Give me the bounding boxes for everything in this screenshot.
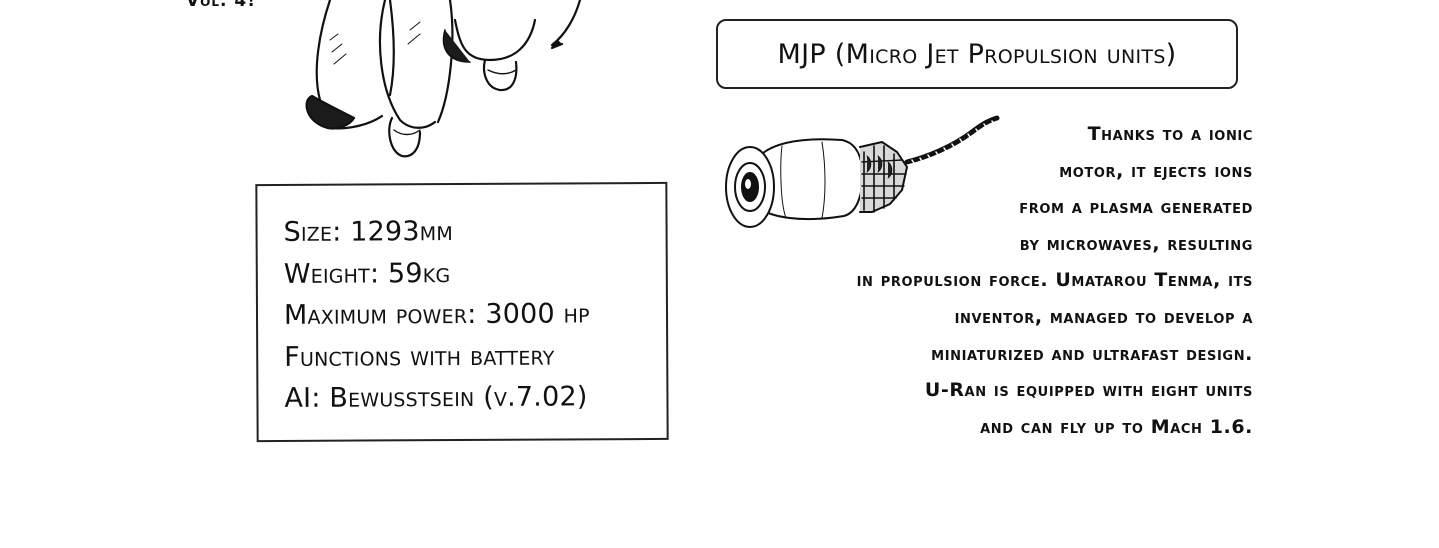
- spec-line-weight: Weight: 59kg: [283, 257, 451, 290]
- desc-line-4: by microwaves, resulting: [1019, 232, 1253, 255]
- spec-list: Size: 1293mm Weight: 59kg Maximum power:…: [283, 210, 590, 419]
- desc-line-9: and can fly up to Mach 1.6.: [980, 415, 1253, 438]
- desc-line-1: Thanks to a ionic: [1087, 123, 1253, 145]
- spec-box: Size: 1293mm Weight: 59kg Maximum power:…: [255, 181, 669, 443]
- desc-line-6: inventor, managed to develop a: [954, 305, 1253, 328]
- mjp-title: MJP (Micro Jet Propulsion units): [777, 38, 1177, 70]
- mjp-description: Thanks to a ionic motor, it ejects ions …: [857, 116, 1253, 445]
- desc-line-7: miniaturized and ultrafast design.: [931, 342, 1253, 365]
- spec-line-size: Size: 1293mm: [283, 216, 454, 248]
- desc-line-5: in propulsion force. Umatarou Tenma, its: [856, 269, 1253, 292]
- desc-line-2: motor, it ejects ions: [1059, 159, 1253, 182]
- spec-line-power: Maximum power: 3000 hp: [283, 298, 590, 331]
- jet-unit-sketch-icon: [725, 115, 1000, 228]
- desc-line-3: from a plasma generated: [1019, 196, 1253, 219]
- spec-line-battery: Functions with battery: [284, 340, 555, 373]
- top-caption: Vol. 4!: [186, 0, 256, 11]
- spec-line-ai: AI: Bewusstsein (v.7.02): [284, 381, 588, 414]
- mjp-title-box: MJP (Micro Jet Propulsion units): [716, 19, 1238, 89]
- desc-line-8: U-Ran is equipped with eight units: [924, 379, 1253, 402]
- robot-legs-sketch-icon: [305, 0, 582, 158]
